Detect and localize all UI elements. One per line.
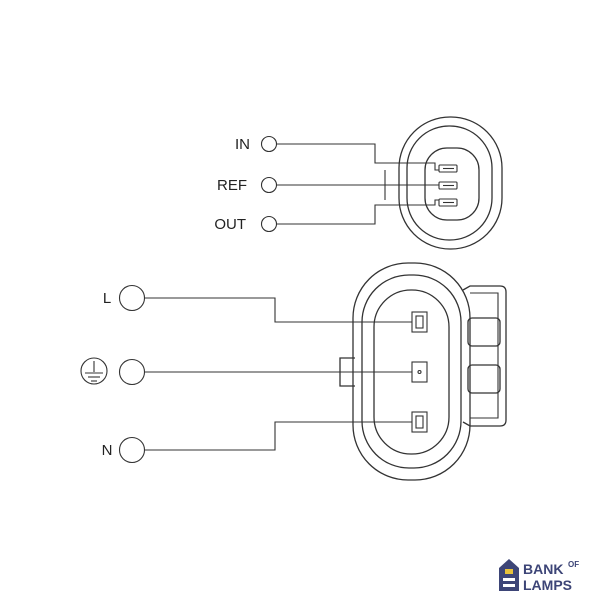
signal-housing-inner (424, 147, 480, 221)
pin-label-n: N (102, 442, 113, 459)
terminal-ref (260, 176, 278, 194)
terminal-in (260, 135, 278, 153)
power-housing-inner (373, 289, 450, 455)
power-latch (462, 285, 507, 427)
power-connector: L N (80, 262, 507, 481)
pin-label-in: IN (235, 136, 250, 153)
wire-l (145, 297, 412, 323)
power-pin-2 (411, 361, 428, 383)
bank-of-lamps-logo: BANK OF LAMPS (499, 559, 579, 593)
power-housing-outer (352, 262, 471, 481)
terminal-ground (118, 358, 146, 386)
signal-pin-2 (438, 181, 458, 190)
ground-icon (80, 357, 108, 385)
logo-line2: LAMPS (523, 577, 572, 593)
terminal-out (260, 215, 278, 233)
pin-label-out: OUT (214, 216, 246, 233)
wire-n (145, 421, 412, 451)
signal-housing-middle (406, 125, 493, 241)
lighthouse-icon (499, 559, 519, 591)
power-pin-3 (411, 411, 428, 433)
power-pin-1 (411, 311, 428, 333)
pin-label-ref: REF (217, 177, 247, 194)
terminal-l (118, 284, 146, 312)
wire-out (277, 199, 443, 225)
signal-pin-1 (438, 164, 458, 173)
terminal-n (118, 436, 146, 464)
logo-line1-small: OF (568, 560, 579, 569)
power-housing-middle (361, 274, 462, 469)
logo-line1: BANK (523, 561, 563, 577)
signal-connector: IN REF OUT (214, 116, 503, 250)
power-key-tab (339, 357, 355, 387)
signal-housing-outer (398, 116, 503, 250)
wire-in (277, 143, 443, 171)
pin-label-l: L (103, 290, 111, 307)
signal-pin-3 (438, 198, 458, 207)
